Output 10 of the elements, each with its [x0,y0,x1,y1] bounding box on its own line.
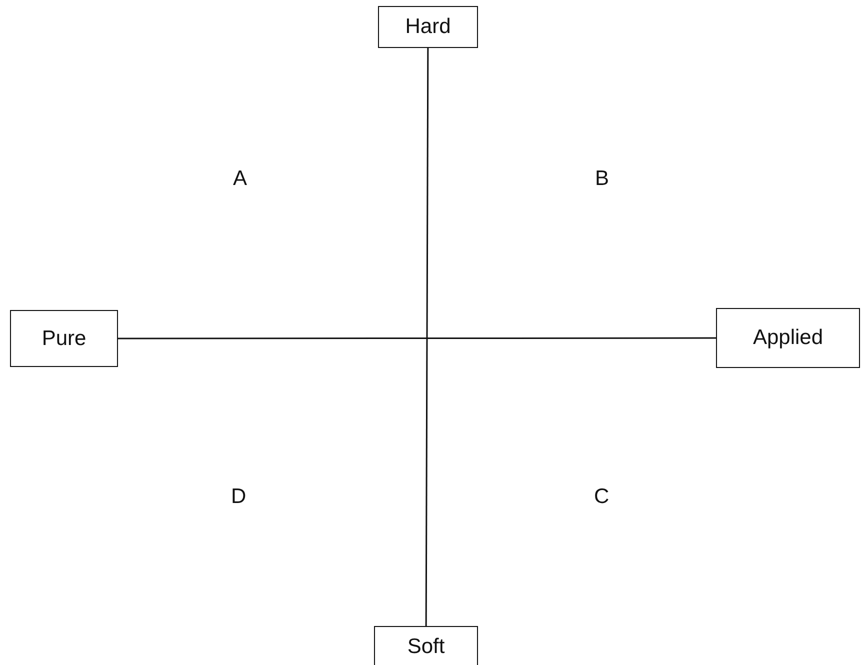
quadrant-letter: C [594,486,610,507]
connector-line [118,337,716,340]
label-box: Pure [10,310,118,367]
label-box: Soft [374,626,478,665]
label-box: Hard [378,6,478,48]
connector-line [425,48,429,626]
quadrant-letter: B [595,168,610,189]
quadrant-letter: D [231,486,246,507]
label-box: Applied [716,308,860,368]
quadrant-letter: A [233,168,248,189]
